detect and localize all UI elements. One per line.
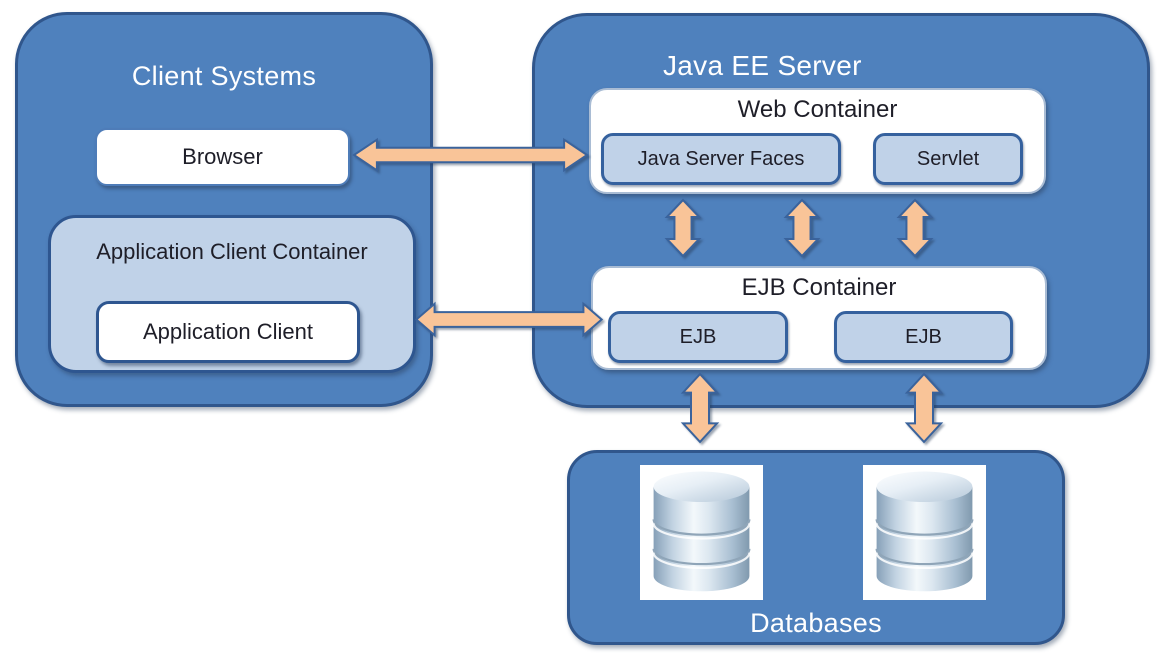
arrow-ejb-database-1 (680, 372, 720, 444)
ejb-label-2: EJB (905, 325, 942, 348)
browser-label: Browser (182, 144, 263, 169)
client-systems-box: Client Systems Browser Application Clien… (15, 12, 433, 407)
browser-box: Browser (95, 128, 350, 186)
application-client-label: Application Client (143, 319, 313, 344)
arrow-appclient-ejbcontainer (414, 301, 604, 338)
servlet-label: Servlet (916, 147, 980, 170)
arrow-ejb-database-2 (904, 372, 944, 444)
application-client-container-box: Application Client Container Application… (48, 215, 416, 373)
servlet-box: Servlet (873, 133, 1023, 185)
ejb-box-1: EJB (608, 311, 788, 363)
ejb-box-2: EJB (834, 311, 1013, 363)
application-client-box: Application Client (96, 301, 360, 363)
web-container-title: Web Container (737, 96, 898, 123)
java-ee-server-title: Java EE Server (663, 50, 862, 81)
arrow-web-ejb-1 (664, 198, 702, 258)
database-cylinder-icon (652, 471, 751, 592)
web-container-box: Web Container Java Server Faces Servlet (589, 88, 1046, 194)
arrow-web-ejb-3 (896, 198, 934, 258)
java-server-faces-label: Java Server Faces (637, 147, 805, 170)
databases-title: Databases (750, 608, 882, 638)
arrow-browser-webcontainer (351, 137, 590, 173)
ejb-container-box: EJB Container EJB EJB (591, 266, 1047, 370)
database-icon (863, 465, 986, 600)
java-ee-server-box: Java EE Server Web Container Java Server… (532, 13, 1150, 408)
database-cylinder-icon (875, 471, 974, 592)
database-icon (640, 465, 763, 600)
client-systems-title: Client Systems (131, 61, 317, 91)
ejb-label-1: EJB (679, 325, 717, 348)
arrow-web-ejb-2 (783, 198, 821, 258)
ejb-container-title: EJB Container (741, 274, 897, 301)
application-client-container-title: Application Client Container (96, 239, 368, 264)
java-server-faces-box: Java Server Faces (601, 133, 841, 185)
databases-box: Databases (567, 450, 1065, 645)
